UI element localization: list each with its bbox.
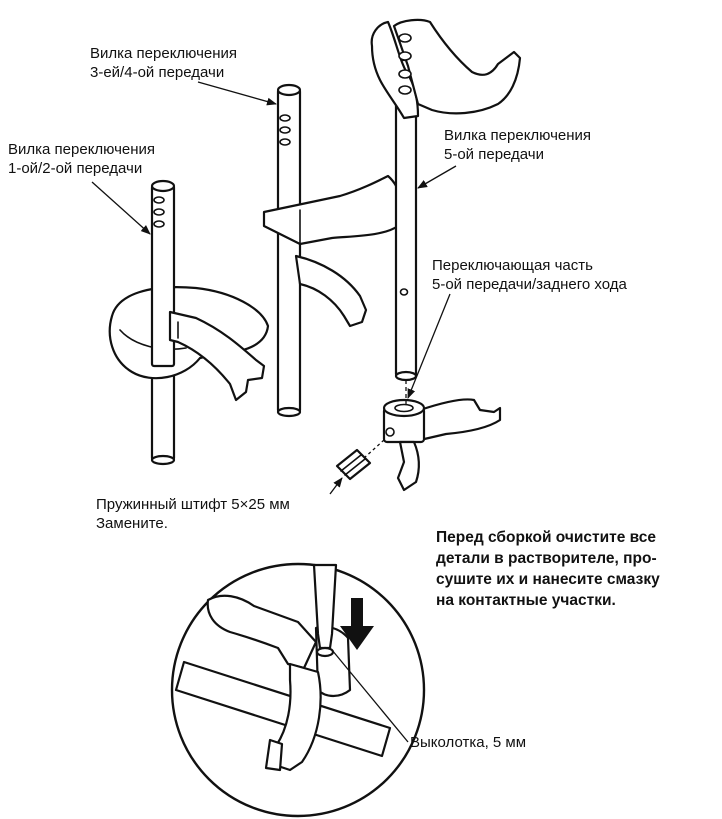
- leader-spring-pin: [329, 477, 343, 495]
- fork-3-4-shaft: [276, 88, 302, 414]
- fork-3-4-assembly: [262, 83, 404, 418]
- label-shift-piece: Переключающая часть 5-ой передачи/заднег…: [432, 257, 627, 293]
- label-spring-pin: Пружинный штифт 5×25 мм Замените.: [96, 496, 290, 532]
- label-punch: Выколотка, 5 мм: [410, 734, 527, 751]
- fork-1-2-assembly: [108, 179, 270, 466]
- detail-view: [174, 563, 392, 772]
- label-fork-3-4: Вилка переключения 3-ей/4-ой передачи: [90, 45, 238, 81]
- spring-pin-guide-line: [363, 439, 385, 459]
- label-fork-1-2: Вилка переключения 1-ой/2-ой передачи: [8, 141, 156, 177]
- fork-1-2-shaft-top: [150, 179, 176, 193]
- spring-pin: [335, 448, 372, 481]
- fork-3-4-arm: [294, 254, 368, 328]
- leader-punch: [331, 649, 409, 743]
- shift-piece-finger: [396, 440, 420, 492]
- fork-1-2-arm: [168, 310, 266, 402]
- cleaning-note: Перед сборкой очистите все детали в раст…: [436, 529, 660, 609]
- leader-fork-5: [417, 165, 457, 189]
- leader-fork-1-2: [91, 181, 151, 235]
- fork-5-assembly: [370, 18, 522, 382]
- down-arrow-icon: [340, 598, 374, 650]
- punch-tool: [312, 563, 338, 650]
- leader-shift-piece: [407, 293, 451, 399]
- label-fork-5: Вилка переключения 5-ой передачи: [444, 127, 592, 163]
- fork-3-4-shaft-top: [276, 83, 302, 97]
- leader-fork-3-4: [197, 81, 277, 106]
- shift-piece-5-reverse: [382, 398, 502, 492]
